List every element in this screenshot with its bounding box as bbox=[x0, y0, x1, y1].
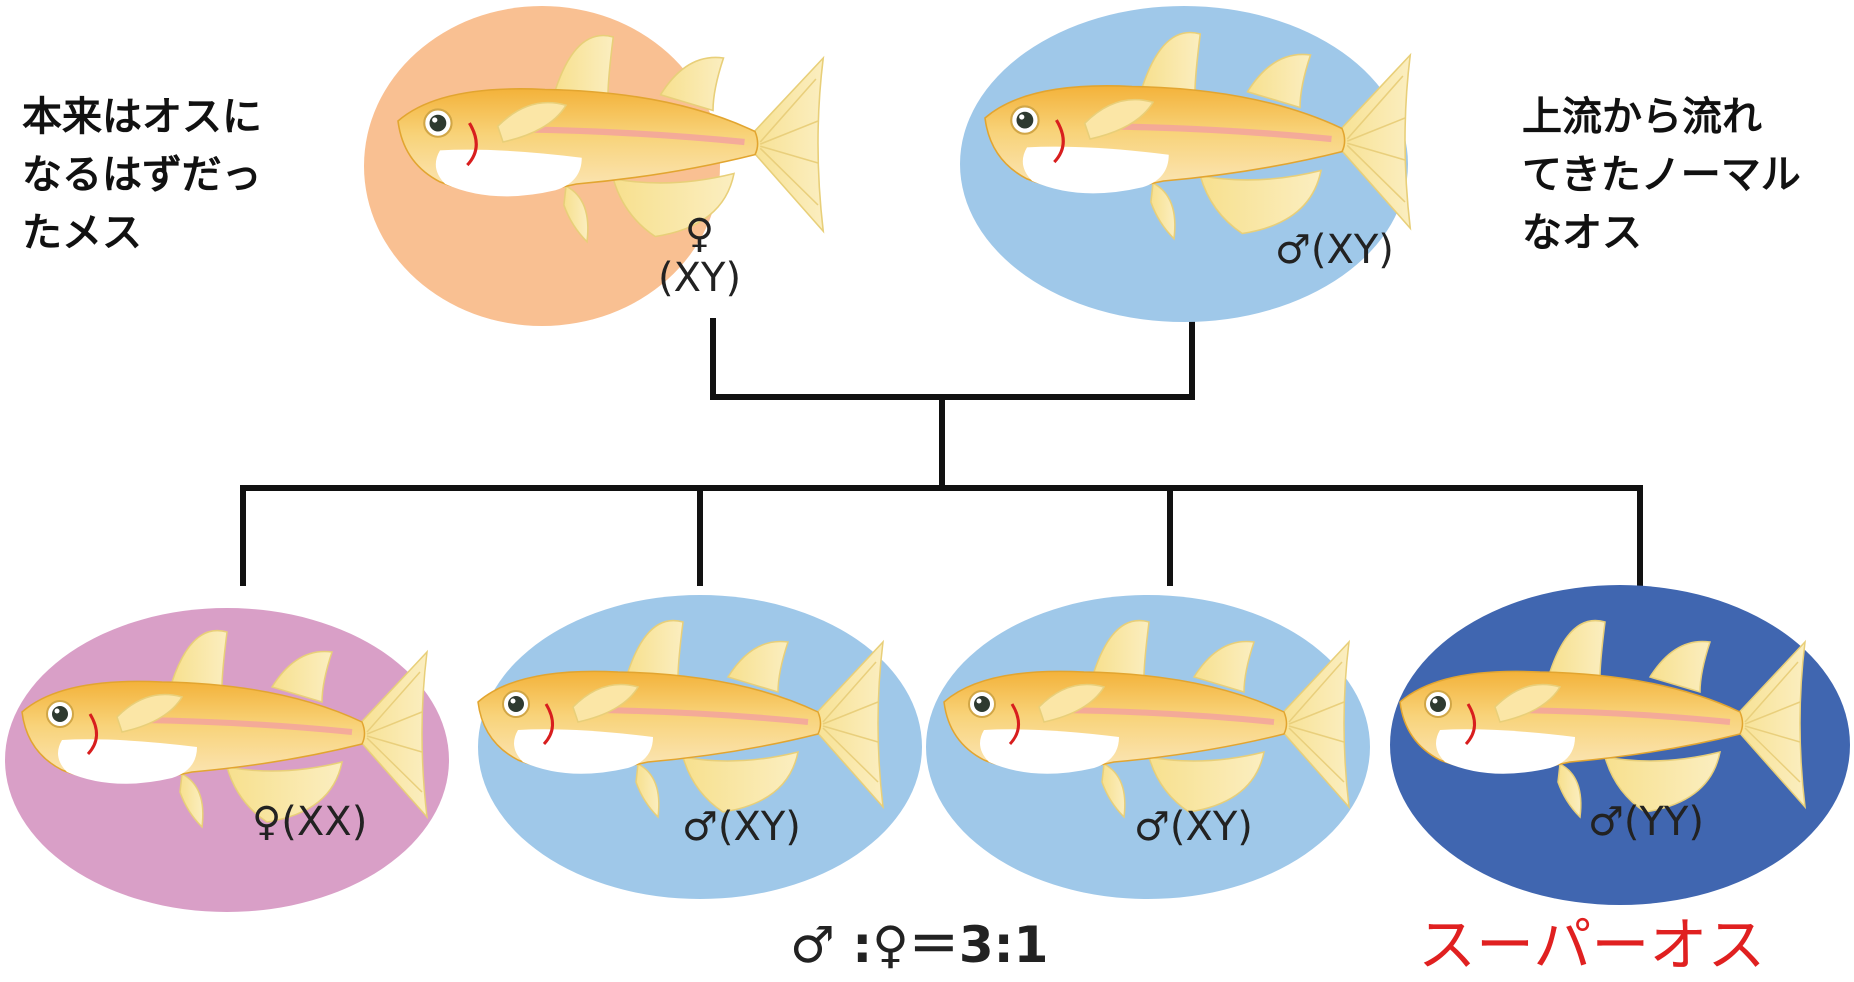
offspring-bar bbox=[240, 485, 1643, 586]
sex-symbol: ♂ bbox=[682, 804, 718, 850]
offspring-label-3: ♂(XY) bbox=[1134, 805, 1253, 849]
sex-symbol: ♀ bbox=[252, 799, 282, 845]
parent-male-label: ♂(XY) bbox=[1275, 228, 1394, 272]
super-male-label: スーパーオス bbox=[1418, 911, 1766, 979]
genotype: (YY) bbox=[1623, 799, 1704, 845]
genotype: (XY) bbox=[658, 255, 742, 301]
parent-connector bbox=[710, 312, 1195, 400]
pedigree-lines bbox=[240, 312, 1643, 586]
left-note-line: 本来はオスに bbox=[22, 94, 262, 140]
left-note-line: なるはずだっ bbox=[22, 152, 262, 198]
right-note-line: てきたノーマル bbox=[1522, 152, 1801, 198]
offspring-label-2: ♂(XY) bbox=[682, 805, 801, 849]
parent-female-label: ♀ (XY) bbox=[658, 212, 741, 300]
sex-symbol: ♂ bbox=[1134, 804, 1170, 850]
genotype: (XY) bbox=[1169, 804, 1253, 850]
genotype: (XY) bbox=[1310, 227, 1394, 273]
offspring-label-4: ♂(YY) bbox=[1588, 800, 1704, 844]
sex-symbol: ♂ bbox=[1588, 799, 1624, 845]
right-note-line: 上流から流れ bbox=[1522, 94, 1762, 140]
right-note: 上流から流れ てきたノーマル なオス bbox=[1522, 88, 1801, 262]
genotype: (XX) bbox=[281, 799, 368, 845]
sex-symbol: ♀ bbox=[684, 211, 715, 257]
left-note: 本来はオスに なるはずだっ たメス bbox=[22, 88, 262, 262]
sex-ratio: ♂ :♀＝3:1 bbox=[790, 916, 1049, 974]
sex-symbol: ♂ bbox=[1275, 227, 1311, 273]
genotype: (XY) bbox=[717, 804, 801, 850]
offspring-label-1: ♀(XX) bbox=[252, 800, 367, 844]
right-note-line: なオス bbox=[1522, 210, 1642, 256]
left-note-line: たメス bbox=[22, 210, 142, 256]
